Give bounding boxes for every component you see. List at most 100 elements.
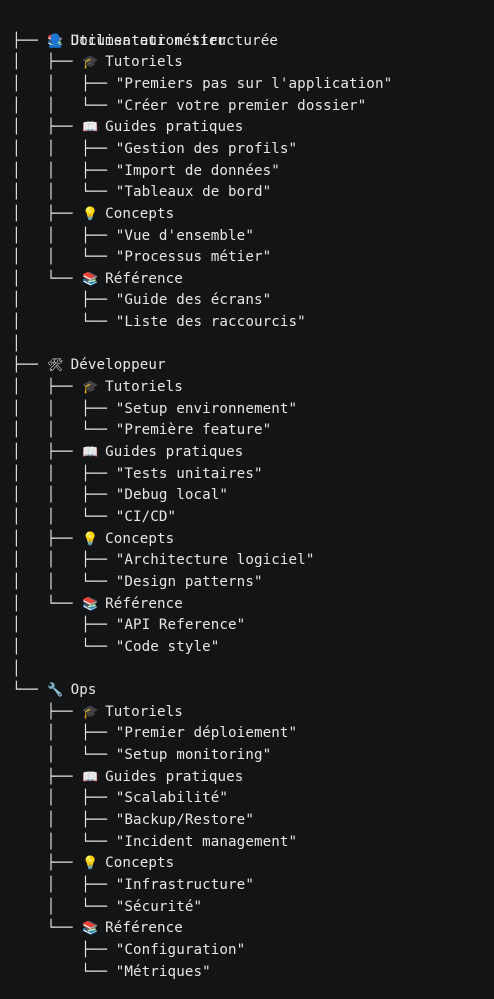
tree-category: │ └── 📚 Référence xyxy=(12,593,183,615)
tree-item-label: "Incident management" xyxy=(115,833,298,850)
tree-branch: │ │ ├── xyxy=(12,162,116,179)
tree-category: │ ├── 💡 Concepts xyxy=(12,203,174,225)
books-icon: 📚 xyxy=(81,596,99,612)
tree-item: │ │ └── "Créer votre premier dossier" xyxy=(12,95,366,117)
open-book-icon: 📖 xyxy=(81,769,99,785)
tree-branch: │ ├── xyxy=(12,444,82,460)
tree-branch: └── xyxy=(12,963,116,980)
tree-branch: ├── xyxy=(12,768,82,785)
tree-category-label: Concepts xyxy=(105,855,175,872)
tree-branch: │ │ └── xyxy=(12,97,116,114)
tree-item-label: "Vue d'ensemble" xyxy=(115,227,254,244)
tree-item: │ ├── "Infrastructure" xyxy=(12,874,254,896)
tree-branch: │ └── xyxy=(12,747,116,764)
books-icon: 📚 xyxy=(47,34,64,49)
tree-branch: │ ├── xyxy=(12,54,82,71)
tree-item: │ │ └── "Première feature" xyxy=(12,419,271,441)
tree-branch: │ └── xyxy=(12,833,116,850)
tree-branch: │ ├── xyxy=(12,292,116,309)
tree-item: │ ├── "Premier déploiement" xyxy=(12,722,298,744)
tree-title-label: Documentation structurée xyxy=(70,33,278,49)
tree-title: 📚 Documentation structurée xyxy=(12,8,278,49)
tree-item: │ └── "Incident management" xyxy=(12,831,298,853)
tree-item-label: "Premiers pas sur l'application" xyxy=(115,75,393,92)
tree-item: │ ├── "API Reference" xyxy=(12,614,245,636)
tree-item-label: "Processus métier" xyxy=(115,249,272,266)
tree-category-label: Concepts xyxy=(105,530,175,547)
tree-branch: │ ├── xyxy=(12,379,82,396)
hammer-wrench-icon: 🛠 xyxy=(47,358,64,374)
graduation-cap-icon: 🎓 xyxy=(81,704,99,720)
tree-branch: │ │ └── xyxy=(12,508,116,525)
tree-item: │ │ └── "CI/CD" xyxy=(12,506,176,528)
tree-category: │ └── 📚Référence xyxy=(12,268,183,290)
tree-category-label: Guides pratiques xyxy=(105,119,244,136)
tree-category: │ ├── 📖Guides pratiques xyxy=(12,441,243,463)
tree-item-label: "Design patterns" xyxy=(115,573,263,590)
tree-item-label: "Setup environnement" xyxy=(115,400,298,417)
tree-section: ├── 👤 Utilisateur métier xyxy=(12,30,226,52)
tree-category: │ ├── 🎓Tutoriels xyxy=(12,376,183,398)
tree-section-label: Utilisateur métier xyxy=(70,32,227,49)
tree-branch: └── xyxy=(12,682,47,699)
tree-branch: │ ├── xyxy=(12,205,82,222)
tree-item: │ │ ├── "Import de données" xyxy=(12,160,280,182)
tree-branch: │ ├── xyxy=(12,812,116,829)
tree-section: ├── 🛠 Développeur xyxy=(12,354,166,376)
tree-section-label: Ops xyxy=(70,682,97,699)
tree-branch: │ │ ├── xyxy=(12,487,116,504)
books-icon: 📚 xyxy=(81,271,99,287)
tree-item-label: "Architecture logiciel" xyxy=(115,552,315,569)
tree-section: └── 🔧 Ops xyxy=(12,679,97,701)
tree-item: │ │ ├── "Vue d'ensemble" xyxy=(12,225,254,247)
tree-branch: │ ├── xyxy=(12,530,82,547)
tree-item-label: "Premier déploiement" xyxy=(115,725,298,742)
tree-item: │ │ ├── "Tests unitaires" xyxy=(12,463,263,485)
tree-item: │ └── "Code style" xyxy=(12,636,219,658)
tree-branch: │ ├── xyxy=(12,119,82,136)
tree-branch: │ │ ├── xyxy=(12,400,116,417)
open-book-icon: 📖 xyxy=(81,120,99,136)
light-bulb-icon: 💡 xyxy=(81,206,99,222)
tree-item-label: "Tableaux de bord" xyxy=(115,184,272,201)
tree-category: │ ├── 💡Concepts xyxy=(12,528,174,550)
tree-item-label: "Configuration" xyxy=(115,941,246,958)
tree-category-label: Tutoriels xyxy=(105,54,183,71)
tree-branch: └── xyxy=(12,920,82,937)
tree-item: │ │ ├── "Architecture logiciel" xyxy=(12,549,314,571)
tree-category: ├── 📖Guides pratiques xyxy=(12,766,244,788)
tree-item: │ │ └── "Processus métier" xyxy=(12,246,271,268)
tree-branch: ├── xyxy=(12,32,47,49)
tree-branch: │ ├── xyxy=(12,617,116,634)
tree-item: ├── "Configuration" xyxy=(12,939,245,961)
wrench-icon: 🔧 xyxy=(47,683,64,699)
tree-category: │ ├── 🎓Tutoriels xyxy=(12,51,183,73)
tree-item-label: "Créer votre premier dossier" xyxy=(115,97,367,114)
tree-item: │ ├── "Backup/Restore" xyxy=(12,809,254,831)
tree-item-label: "Backup/Restore" xyxy=(115,812,254,829)
tree-item-label: "Gestion des profils" xyxy=(115,140,298,157)
tree-item: │ │ ├── "Premiers pas sur l'application" xyxy=(12,73,392,95)
tree-category-label: Référence xyxy=(105,595,183,612)
tree-spacer: │ xyxy=(12,333,21,355)
tree-item-label: "Guide des écrans" xyxy=(115,292,272,309)
tree-item-label: "Première feature" xyxy=(115,422,272,439)
tree-branch: │ └── xyxy=(12,270,82,287)
tree-category-label: Guides pratiques xyxy=(105,444,244,460)
tree-item: │ ├── "Scalabilité" xyxy=(12,787,228,809)
tree-category: ├── 🎓Tutoriels xyxy=(12,701,183,723)
tree-branch: ├── xyxy=(12,357,47,374)
tree-branch: │ └── xyxy=(12,595,82,612)
tree-section-label: Développeur xyxy=(70,357,166,374)
tree-branch: ├── xyxy=(12,855,82,872)
tree-item: │ └── "Sécurité" xyxy=(12,896,202,918)
tree-branch: │ │ └── xyxy=(12,573,116,590)
tree-branch: │ │ ├── xyxy=(12,140,116,157)
tree-item: │ │ └── "Tableaux de bord" xyxy=(12,181,271,203)
user-icon: 👤 xyxy=(47,33,64,49)
tree-category-label: Concepts xyxy=(105,205,175,222)
tree-item: │ ├── "Guide des écrans" xyxy=(12,289,271,311)
tree-branch: ├── xyxy=(12,703,82,720)
tree-item: │ └── "Setup monitoring" xyxy=(12,744,272,766)
tree-branch: │ ├── xyxy=(12,877,116,893)
